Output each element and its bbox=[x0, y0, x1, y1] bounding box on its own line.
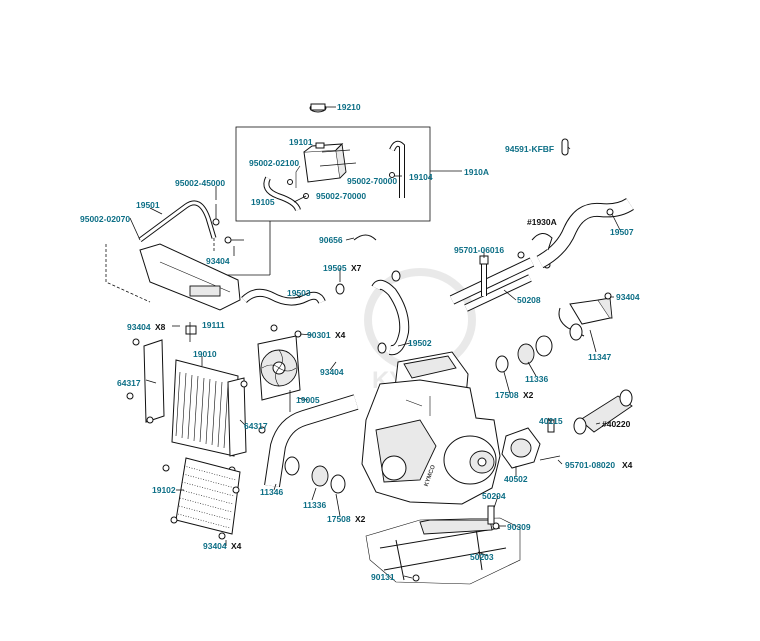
label-95002-70000-a[interactable]: 95002-70000 bbox=[347, 176, 397, 186]
reservoir-assembly-box bbox=[235, 126, 431, 222]
label-19111[interactable]: 19111 bbox=[202, 320, 225, 330]
radiator-side-bracket-right[interactable] bbox=[227, 377, 247, 457]
label-90309[interactable]: 90309 bbox=[507, 522, 531, 532]
drive-shaft[interactable] bbox=[573, 389, 633, 435]
qty-95701-08020: X4 bbox=[622, 460, 633, 470]
coupler-11336-upper[interactable] bbox=[517, 335, 553, 365]
label-93404-b[interactable]: 93404 bbox=[616, 292, 640, 302]
reservoir-cap[interactable] bbox=[309, 103, 327, 113]
label-11346[interactable]: 11346 bbox=[260, 487, 283, 497]
label-95002-70000-b[interactable]: 95002-70000 bbox=[316, 191, 366, 201]
radiator-core[interactable] bbox=[171, 325, 239, 457]
label-11347[interactable]: 11347 bbox=[588, 352, 611, 362]
label-94591-KFBF[interactable]: 94591-KFBF bbox=[505, 144, 554, 154]
engine-frame[interactable] bbox=[365, 517, 521, 585]
water-pump[interactable] bbox=[501, 427, 541, 469]
qty-93404-e: X4 bbox=[231, 541, 242, 551]
label-93404-d[interactable]: 93404 bbox=[320, 367, 344, 377]
label-17508-a[interactable]: 17508 bbox=[495, 390, 519, 400]
label-50203[interactable]: 50203 bbox=[470, 552, 494, 562]
label-17508-b[interactable]: 17508 bbox=[327, 514, 351, 524]
radiator-side-bracket-left[interactable] bbox=[143, 339, 165, 423]
label-19101[interactable]: 19101 bbox=[289, 137, 313, 147]
label-90131[interactable]: 90131 bbox=[371, 572, 395, 582]
label-50208[interactable]: 50208 bbox=[517, 295, 541, 305]
label-95701-06016[interactable]: 95701-06016 bbox=[454, 245, 504, 255]
radiator-bracket[interactable] bbox=[138, 200, 241, 311]
label-19010[interactable]: 19010 bbox=[193, 349, 217, 359]
engine-assembly[interactable]: KYMCO bbox=[361, 351, 501, 505]
clamp-hose-lower[interactable] bbox=[284, 456, 300, 476]
label-40220[interactable]: #40220 bbox=[602, 419, 631, 429]
label-19210[interactable]: 19210 bbox=[337, 102, 361, 112]
label-95002-02100[interactable]: 95002-02100 bbox=[249, 158, 299, 168]
label-19501[interactable]: 19501 bbox=[136, 200, 160, 210]
label-11336-b[interactable]: 11336 bbox=[303, 500, 326, 510]
bracket-50204[interactable] bbox=[487, 505, 495, 525]
label-95002-02070[interactable]: 95002-02070 bbox=[80, 214, 130, 224]
hose-19507[interactable] bbox=[536, 198, 634, 268]
clamp-90656[interactable] bbox=[353, 234, 377, 241]
label-19005[interactable]: 19005 bbox=[296, 395, 320, 405]
label-19503[interactable]: 19503 bbox=[287, 288, 311, 298]
label-50204[interactable]: 50204 bbox=[482, 491, 506, 501]
clamp-19505[interactable] bbox=[335, 283, 345, 295]
label-11336-a[interactable]: 11336 bbox=[525, 374, 548, 384]
key-part[interactable] bbox=[561, 138, 569, 156]
label-95701-08020[interactable]: 95701-08020 bbox=[565, 460, 615, 470]
label-1910A[interactable]: 1910A bbox=[464, 167, 489, 177]
cooling-fan[interactable] bbox=[257, 335, 301, 401]
qty-19505: X7 bbox=[351, 263, 362, 273]
leader-lines bbox=[129, 146, 621, 579]
label-19505[interactable]: 19505 bbox=[323, 263, 347, 273]
label-19104[interactable]: 19104 bbox=[409, 172, 433, 182]
label-64317-b[interactable]: 64317 bbox=[244, 421, 268, 431]
hose-11346[interactable] bbox=[265, 395, 359, 488]
label-95002-45000[interactable]: 95002-45000 bbox=[175, 178, 225, 188]
radiator-grille[interactable] bbox=[175, 457, 241, 535]
label-19502[interactable]: 19502 bbox=[408, 338, 432, 348]
label-93404-e[interactable]: 93404 bbox=[203, 541, 227, 551]
hose-19503[interactable] bbox=[241, 289, 325, 305]
label-19105[interactable]: 19105 bbox=[251, 197, 275, 207]
qty-93404-c: X8 bbox=[155, 322, 166, 332]
label-93404-c[interactable]: 93404 bbox=[127, 322, 151, 332]
oil-seal-40215[interactable] bbox=[547, 419, 555, 433]
thermostat-housing[interactable] bbox=[558, 297, 613, 341]
label-19507[interactable]: 19507 bbox=[610, 227, 634, 237]
clamp-17508-upper[interactable] bbox=[495, 355, 509, 373]
qty-90301: X4 bbox=[335, 330, 346, 340]
coupler-11336-lower[interactable] bbox=[311, 465, 329, 487]
hose-19502[interactable] bbox=[372, 280, 409, 355]
label-19102[interactable]: 19102 bbox=[152, 485, 176, 495]
label-40215[interactable]: 40215 bbox=[539, 416, 563, 426]
label-40502[interactable]: 40502 bbox=[504, 474, 528, 484]
coolant-pipe-50208[interactable] bbox=[449, 257, 535, 312]
label-90656[interactable]: 90656 bbox=[319, 235, 343, 245]
coolant-reservoir[interactable] bbox=[303, 142, 347, 183]
part-labels: 19210 19101 95002-02100 95002-70000 1910… bbox=[80, 102, 640, 582]
label-90301[interactable]: 90301 bbox=[307, 330, 331, 340]
label-93404-a[interactable]: 93404 bbox=[206, 256, 230, 266]
qty-17508-a: X2 bbox=[523, 390, 534, 400]
label-64317-a[interactable]: 64317 bbox=[117, 378, 141, 388]
qty-17508-b: X2 bbox=[355, 514, 366, 524]
label-1930A[interactable]: #1930A bbox=[527, 217, 557, 227]
